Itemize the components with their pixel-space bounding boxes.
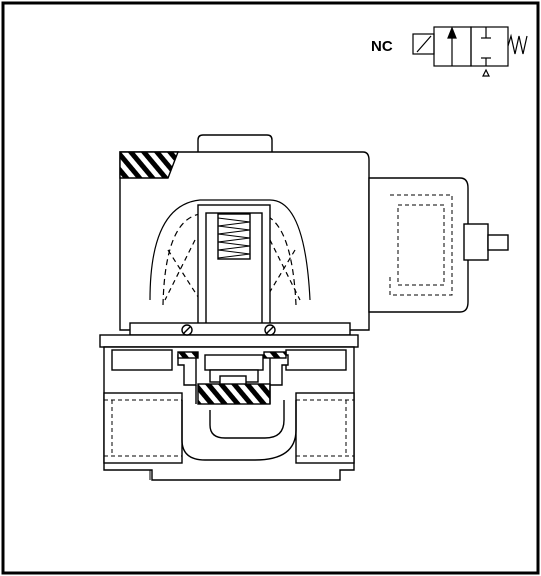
electrical-connector (368, 177, 509, 313)
position-box-right (470, 26, 509, 67)
inlet-port (103, 392, 183, 464)
flow-passage (181, 400, 297, 461)
outlet-port (295, 392, 355, 464)
spring-symbol (507, 33, 528, 55)
valve-body (103, 346, 355, 481)
warning-stripe-label (119, 151, 180, 179)
valve-disc (197, 383, 271, 405)
connector-dashed-outline (389, 194, 453, 296)
valve-symbol: NC (371, 26, 528, 77)
valve-seat-assembly (177, 351, 289, 405)
nc-label: NC (371, 38, 393, 55)
port-thread-lines (104, 399, 354, 457)
mounting-plate (99, 322, 359, 348)
armature-spring (217, 217, 251, 259)
